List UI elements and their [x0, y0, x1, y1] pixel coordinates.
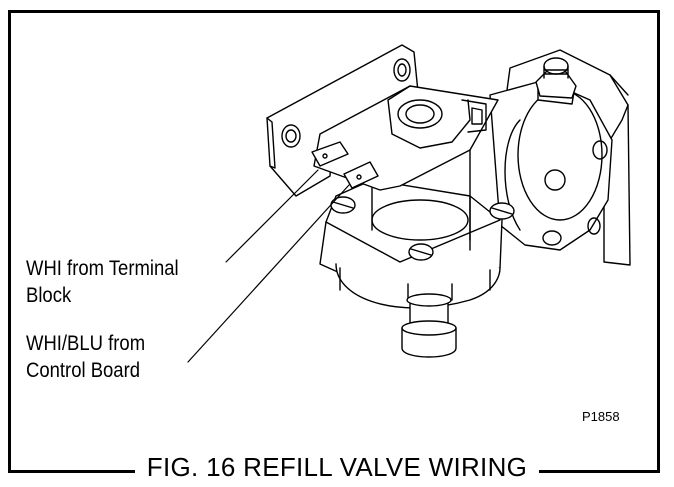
figure-frame — [8, 10, 660, 472]
mounting-screws — [330, 196, 515, 261]
callout-terminal-block: WHI from Terminal Block — [26, 255, 179, 309]
figure-caption-text: FIG. 16 REFILL VALVE WIRING — [134, 452, 540, 482]
valve-body-right — [489, 49, 631, 266]
callout-control-board-line1: WHI/BLU from — [26, 332, 146, 355]
callout-control-board-line2: Control Board — [26, 359, 141, 382]
figure-caption: FIG. 16 REFILL VALVE WIRING — [0, 452, 674, 482]
callout-terminal-block-line1: WHI from Terminal — [26, 257, 179, 280]
inlet-fitting — [535, 57, 577, 105]
callout-control-board: WHI/BLU from Control Board — [26, 330, 145, 384]
spade-terminals — [311, 141, 379, 189]
frame-bottom-left — [8, 470, 148, 473]
outlet-nozzle — [401, 283, 457, 358]
frame-bottom-right — [516, 470, 660, 473]
leader-line-control-board — [187, 184, 350, 363]
callout-terminal-block-line2: Block — [26, 284, 72, 307]
part-code: P1858 — [582, 409, 620, 424]
terminal-plate — [313, 85, 499, 251]
leader-line-terminal-block — [225, 169, 319, 263]
